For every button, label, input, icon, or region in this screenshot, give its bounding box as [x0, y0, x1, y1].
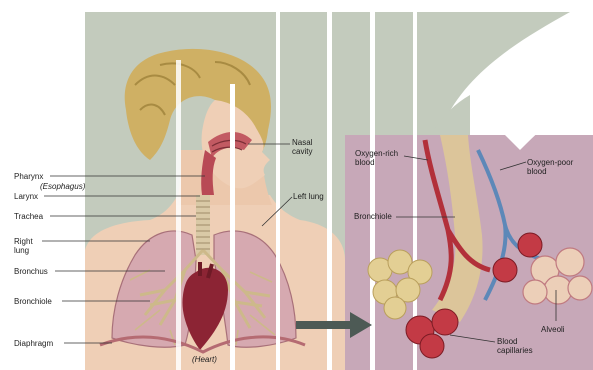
stripe-2: [276, 12, 280, 370]
label-larynx: Larynx: [14, 192, 38, 201]
label-trachea: Trachea: [14, 212, 43, 221]
stripe-6: [176, 60, 181, 370]
label-pharynx: Pharynx: [14, 172, 43, 181]
label-inset-bronchiole: Bronchiole: [354, 212, 392, 221]
stripe-4: [370, 12, 375, 370]
label-left-lung: Left lung: [293, 192, 324, 201]
label-bronchus: Bronchus: [14, 267, 48, 276]
label-bronchiole: Bronchiole: [14, 297, 52, 306]
label-heart: (Heart): [192, 355, 217, 364]
label-blood-capillaries: Blood capillaries: [497, 337, 533, 355]
label-oxygen-poor-blood: Oxygen-poor blood: [527, 158, 573, 176]
label-right-lung: Right lung: [14, 237, 33, 255]
label-esophagus: (Esophagus): [40, 182, 85, 191]
stripe-1: [230, 84, 235, 370]
label-alveoli: Alveoli: [541, 325, 565, 334]
label-diaphragm: Diaphragm: [14, 339, 53, 348]
label-nasal-cavity: Nasal cavity: [292, 138, 312, 156]
label-oxygen-rich-blood: Oxygen-rich blood: [355, 149, 398, 167]
stripe-3: [327, 12, 332, 370]
